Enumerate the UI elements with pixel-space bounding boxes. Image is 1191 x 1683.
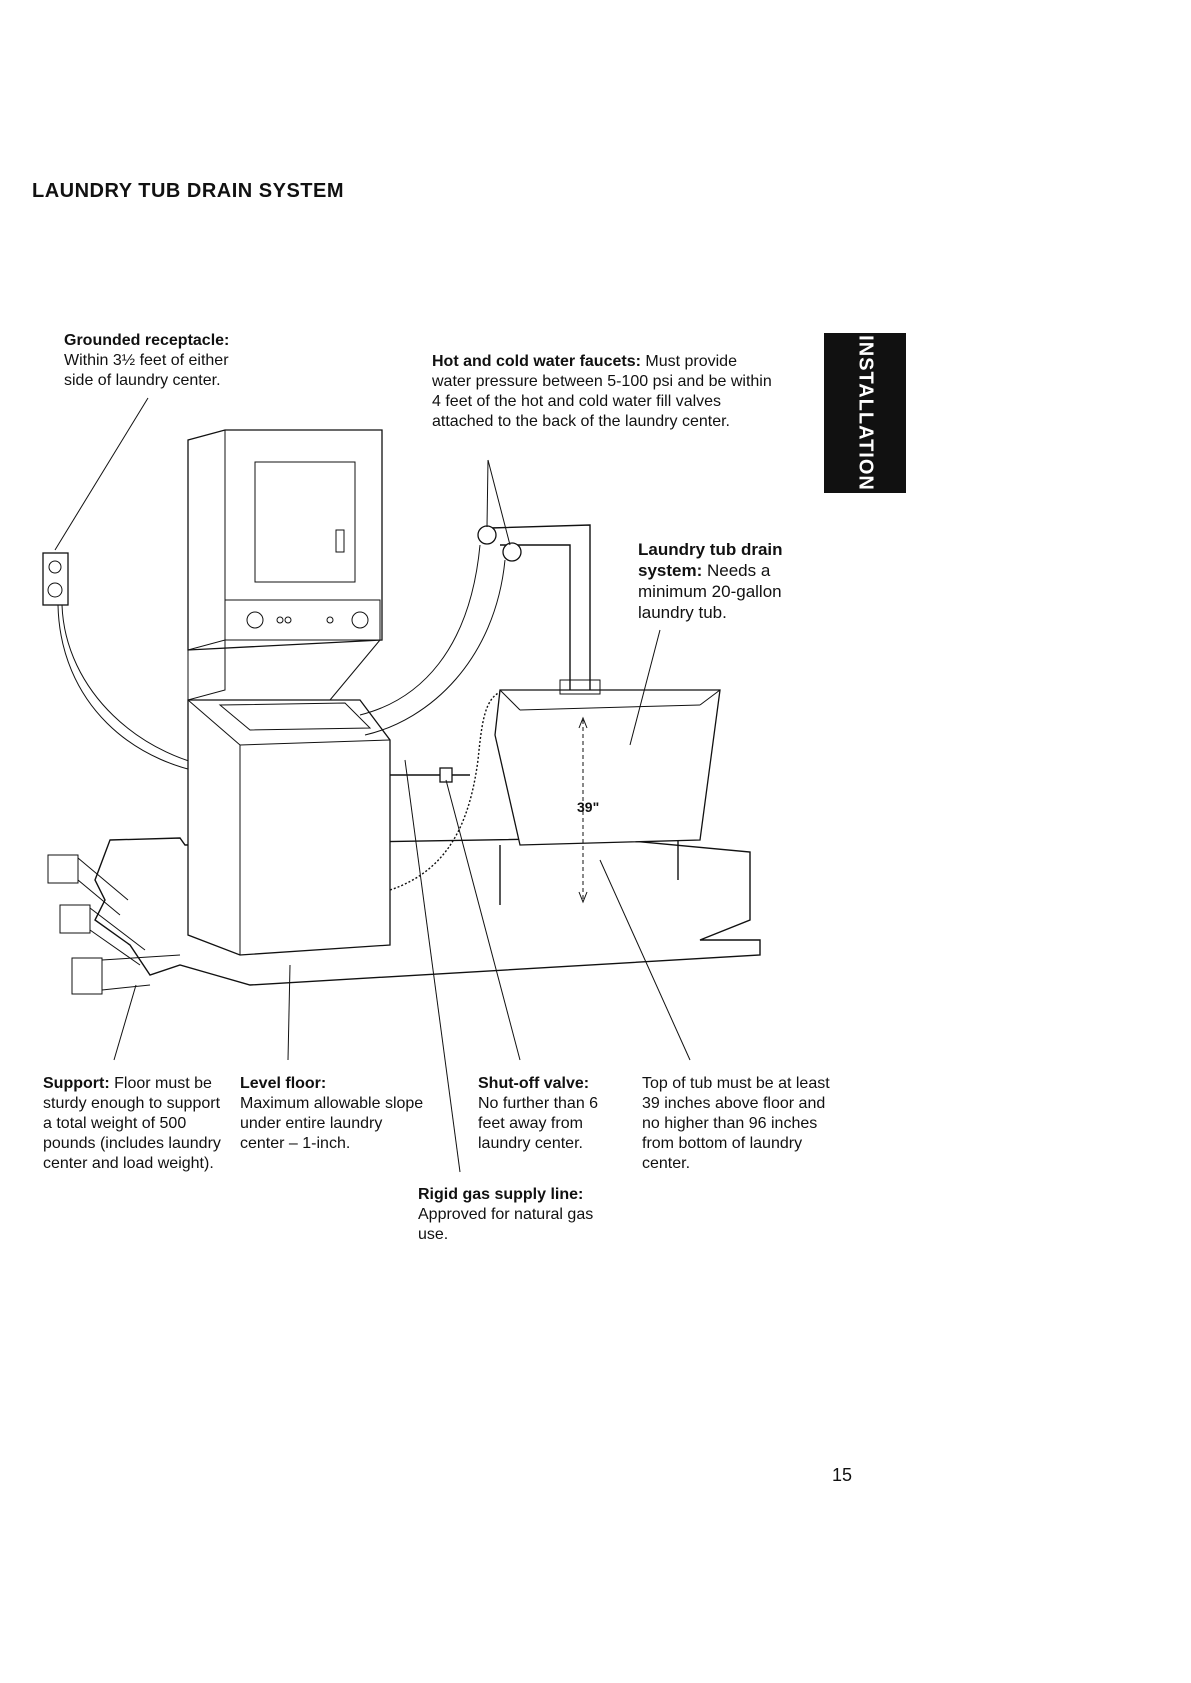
washer-lid [218, 702, 372, 731]
callout-tub-drain: Laundry tub drain system: Needs a minimu… [638, 539, 818, 623]
dryer-door [254, 461, 356, 583]
leader-drain [629, 629, 661, 746]
callout-tub-height: Top of tub must be at least 39 inches ab… [642, 1074, 842, 1174]
leader-floor [287, 964, 291, 1061]
leader-gas [404, 759, 461, 1173]
page-title: LAUNDRY TUB DRAIN SYSTEM [32, 180, 345, 202]
callout-text: Needs a minimum 20-gallon laundry tub. [638, 561, 782, 622]
dimension-label: 39" [577, 799, 599, 815]
callout-text: Within 3½ feet of either [64, 352, 229, 369]
control-knob [351, 611, 369, 629]
callout-heading: Support: [43, 1075, 110, 1092]
callout-grounded-receptacle: Grounded receptacle: Within 3½ feet of e… [64, 331, 294, 391]
section-tab: INSTALLATION [824, 333, 906, 493]
callout-support: Support: Floor must be sturdy enough to … [43, 1074, 233, 1174]
callout-heading: Rigid gas supply line: [418, 1186, 584, 1203]
callout-water-faucets: Hot and cold water faucets: Must provide… [432, 352, 772, 432]
callout-gas-supply: Rigid gas supply line: Approved for natu… [418, 1185, 598, 1245]
callout-heading: Laundry tub drain system: [638, 540, 783, 580]
callout-text: Maximum allowable slope under entire lau… [240, 1095, 424, 1152]
drain-hose [389, 691, 501, 891]
leader-receptacle [54, 397, 149, 551]
floor-joists [47, 854, 181, 995]
callout-text: Floor must be sturdy enough to support a… [43, 1075, 221, 1172]
laundry-center-dryer [187, 429, 383, 651]
callout-text: Top of tub must be at least 39 inches ab… [642, 1075, 830, 1172]
receptacle [42, 552, 69, 606]
laundry-tub [494, 689, 721, 846]
callout-heading: Hot and cold water faucets: [432, 353, 641, 370]
shutoff-valve [439, 767, 453, 783]
callout-text: Approved for natural gas use. [418, 1206, 594, 1243]
fill-hose [359, 544, 481, 716]
callout-shutoff-valve: Shut-off valve: No further than 6 feet a… [478, 1074, 628, 1154]
hot-water-faucet [477, 525, 497, 545]
callout-text: Must provide water pressure between 5-10… [432, 353, 772, 430]
callout-text: No further than 6 feet away from laundry… [478, 1095, 599, 1152]
leader-tub-height [599, 859, 691, 1061]
callout-text: side of laundry center. [64, 372, 221, 389]
leader-support [113, 984, 137, 1061]
callout-heading: Shut-off valve: [478, 1075, 590, 1092]
water-pipe [489, 524, 591, 690]
page-number: 15 [832, 1465, 853, 1485]
leader-shutoff [445, 779, 521, 1061]
control-panel [224, 599, 381, 641]
cold-water-faucet [502, 542, 522, 562]
callout-heading: Grounded receptacle: [64, 332, 230, 349]
callout-heading: Level floor: [240, 1075, 327, 1092]
leader-faucets [486, 459, 489, 528]
callout-level-floor: Level floor: Maximum allowable slope und… [240, 1074, 430, 1154]
control-knob [246, 611, 264, 629]
laundry-center-washer [187, 699, 391, 956]
